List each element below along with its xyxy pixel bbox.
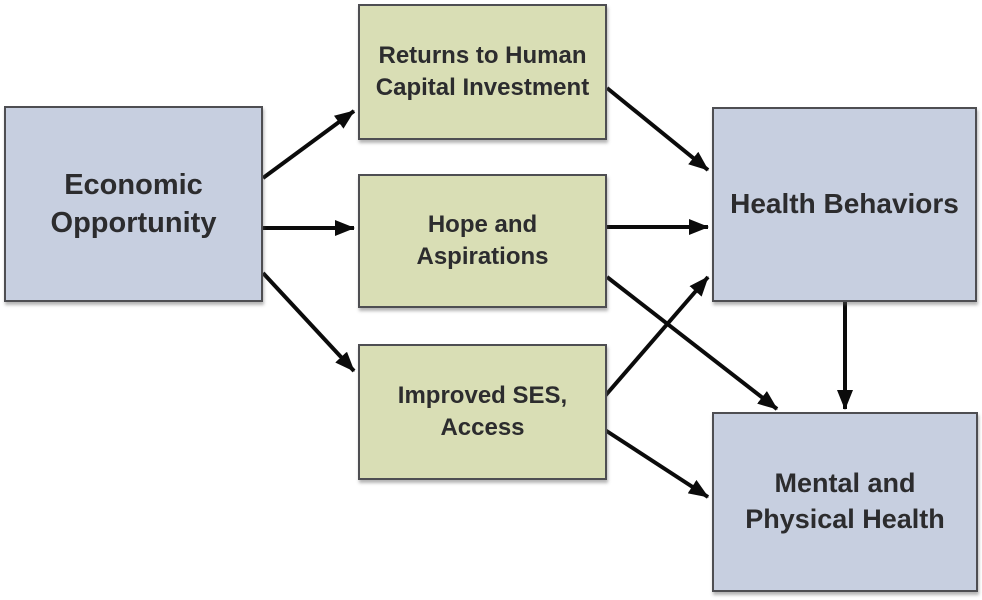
node-hope-and-aspirations: Hope and Aspirations [358, 174, 607, 308]
edge-ses-to-behaviors-arrow [603, 275, 710, 398]
edge-returns-to-behaviors-arrow [605, 86, 710, 172]
node-mental-and-physical-health: Mental and Physical Health [712, 412, 978, 592]
node-returns-to-human-capital-investment: Returns to Human Capital Investment [358, 4, 607, 140]
node-label-line: Economic [64, 168, 203, 201]
node-label-line: Physical Health [745, 504, 945, 534]
node-health-behaviors: Health Behaviors [712, 107, 977, 302]
node-label-line: Health Behaviors [730, 188, 959, 220]
node-label-line: Returns to Human [378, 42, 587, 70]
node-label-line: Hope and [427, 211, 538, 239]
node-label-line: Access [440, 414, 525, 441]
edge-economic-to-returns-arrow [261, 109, 356, 180]
node-economic-opportunity: Economic Opportunity [4, 106, 263, 302]
node-label-line: Improved SES, [397, 382, 568, 410]
node-label-line: Capital Investment [375, 74, 590, 101]
node-label-line: Aspirations [416, 243, 549, 270]
edge-economic-to-ses-arrow [261, 271, 356, 373]
node-label-line: Opportunity [50, 207, 217, 239]
edge-ses-to-mental-arrow [603, 428, 710, 499]
node-improved-ses-access: Improved SES, Access [358, 344, 607, 480]
node-label-line: Mental and [774, 468, 916, 499]
